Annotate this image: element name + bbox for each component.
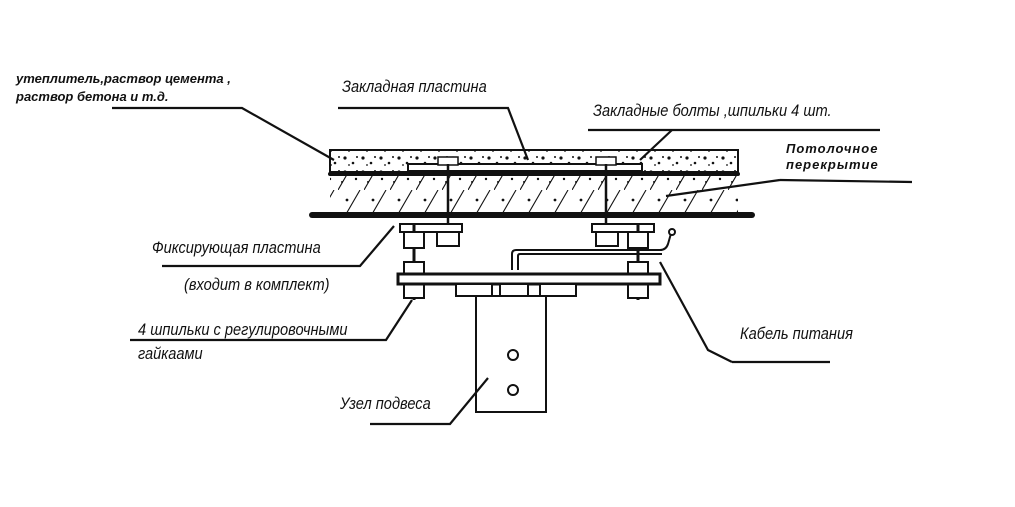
insulation-label-line2: раствор бетона и т.д.: [16, 89, 169, 104]
ceiling-label-line1: Потолочное: [786, 141, 879, 156]
leader-lines: [112, 106, 913, 426]
suspension-bracket: [475, 295, 547, 413]
studs-label-line1: 4 шпильки с регулировочными: [138, 320, 348, 339]
fixing-plate-label-line2: (входит в комплект): [184, 275, 330, 294]
fixing-plate: [399, 223, 655, 247]
lower-plate: [396, 272, 662, 297]
embedded-plate-label: Закладная пластина: [342, 77, 487, 96]
power-cable-label: Кабель питания: [740, 324, 853, 343]
ceiling-label-line2: перекрытие: [786, 157, 879, 172]
embedded-bolts-label: Закладные болты ,шпильки 4 шт.: [593, 101, 832, 120]
insulation-label-line1: утеплитель,раствор цемента ,: [16, 71, 231, 86]
suspension-label: Узел подвеса: [340, 394, 431, 413]
fixing-plate-label-line1: Фиксирующая пластина: [152, 238, 321, 257]
ceiling-slab: [309, 172, 755, 218]
studs-label-line2: гайкаами: [138, 344, 203, 363]
power-cable: [511, 228, 676, 270]
